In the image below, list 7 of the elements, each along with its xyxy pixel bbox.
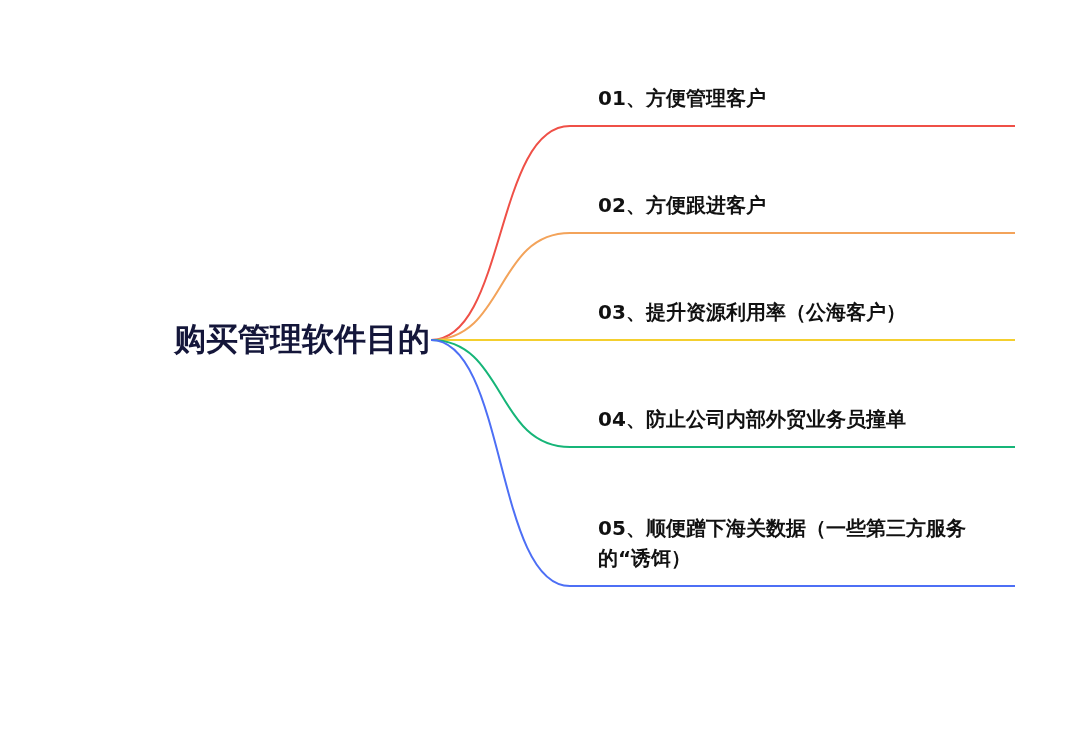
branch-line [430, 339, 571, 587]
root-topic: 购买管理软件目的 [112, 310, 430, 370]
branch-topic: 03、提升资源利用率（公海客户） [570, 280, 1015, 341]
branch-topic: 04、防止公司内部外贸业务员撞单 [570, 387, 1015, 448]
branch-topic: 01、方便管理客户 [570, 66, 1015, 127]
branch-topic: 02、方便跟进客户 [570, 173, 1015, 234]
branch-topic: 05、顺便蹭下海关数据（一些第三方服务的“诱饵） [570, 496, 1015, 587]
